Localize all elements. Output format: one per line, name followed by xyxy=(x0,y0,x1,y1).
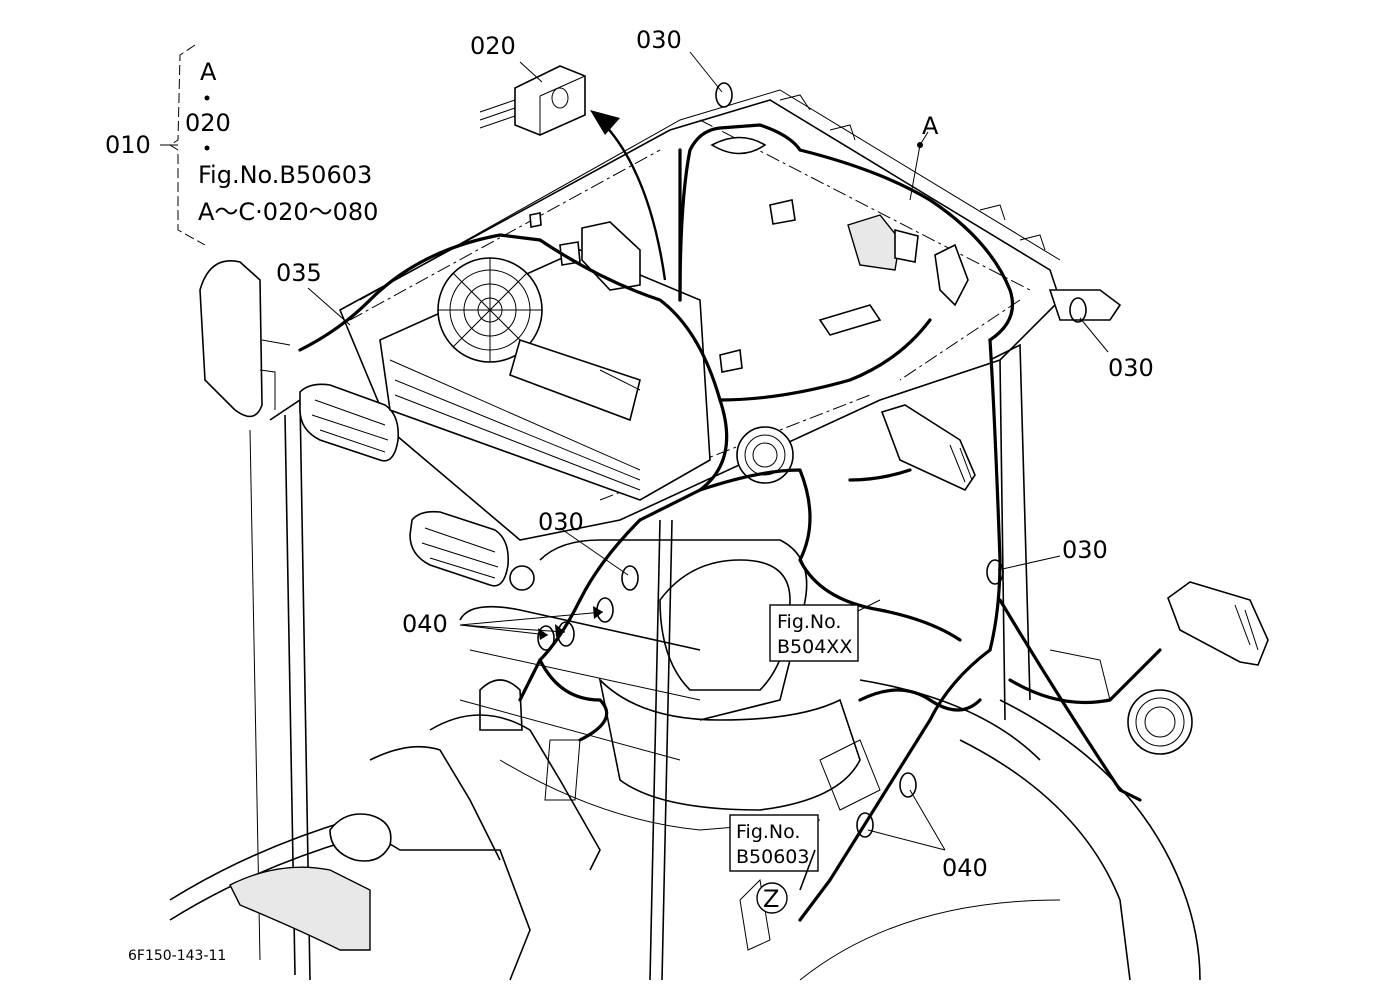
relay-module-020 xyxy=(479,65,586,136)
view-marker-label: Z xyxy=(763,885,779,913)
callout-040-right: 040 xyxy=(942,854,988,882)
ref-box-1-line-1: Fig.No. xyxy=(777,611,841,633)
bracket-line-1: A xyxy=(200,58,217,86)
bracket-line-3: Fig.No.B50603 xyxy=(198,161,372,189)
work-light-rear xyxy=(880,404,976,492)
hood-and-fender xyxy=(169,649,1201,981)
work-light-center xyxy=(409,510,535,591)
side-mirror xyxy=(199,260,291,418)
cab-interior xyxy=(429,539,881,951)
callout-030-center: 030 xyxy=(538,508,584,536)
horn-right xyxy=(1127,689,1193,755)
bracket-dot-2 xyxy=(204,145,210,151)
clamps-040 xyxy=(537,82,1087,838)
blower-unit xyxy=(379,249,711,501)
reference-box-b50603: Fig.No. B50603 xyxy=(729,814,819,872)
callout-010: 010 xyxy=(105,131,151,159)
bracket-line-2: 020 xyxy=(185,109,231,137)
ref-box-2-line-2: B50603 xyxy=(736,846,809,868)
callout-030-top: 030 xyxy=(636,26,682,54)
bracket-dot-1 xyxy=(204,95,210,101)
horn-left xyxy=(736,426,794,484)
callout-030-mid: 030 xyxy=(1062,536,1108,564)
direction-arrow xyxy=(590,110,667,281)
leader-lines xyxy=(160,51,1109,851)
reference-box-b504xx: Fig.No. B504XX xyxy=(769,604,859,662)
work-light-right xyxy=(1167,581,1269,666)
callout-040-left: 040 xyxy=(402,610,448,638)
marker-a: A xyxy=(922,112,939,140)
callout-035: 035 xyxy=(276,259,322,287)
group-bracket-010 xyxy=(169,44,206,246)
callout-020: 020 xyxy=(470,32,516,60)
bracket-line-4: A～C·020～080 xyxy=(198,198,378,226)
work-light-left xyxy=(299,383,400,462)
callout-030-right: 030 xyxy=(1108,354,1154,382)
ref-box-2-line-1: Fig.No. xyxy=(736,821,800,843)
drawing-code: 6F150-143-11 xyxy=(128,948,226,964)
cab-pillars xyxy=(249,343,1031,981)
ref-box-1-line-2: B504XX xyxy=(777,636,852,658)
view-marker-z: Z xyxy=(756,849,816,914)
